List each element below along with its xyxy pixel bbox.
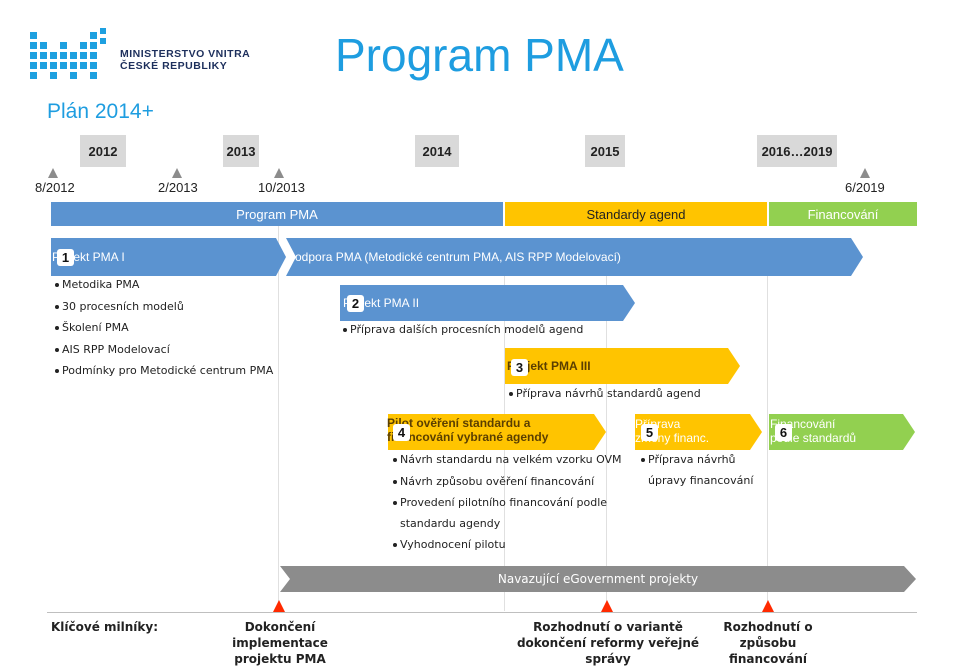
project-4-arrow: [388, 414, 606, 450]
page-subtitle: Plán 2014+: [47, 100, 154, 123]
grid-line: [767, 276, 768, 611]
project-1-arrow: [51, 238, 863, 276]
milestone-marker-icon: [273, 600, 285, 612]
logo-text: MINISTERSTVO VNITRA ČESKÉ REPUBLIKY: [120, 48, 250, 72]
list-item-continuation: standardu agendy: [400, 517, 501, 530]
project-6-arrow: [769, 414, 915, 450]
date-marker-icon: [274, 168, 284, 178]
egov-arrow: [280, 566, 916, 592]
date-marker-icon: [172, 168, 182, 178]
project-4-number: 4: [393, 424, 410, 441]
ministry-logo-icon: [30, 28, 106, 79]
project-1b-label: Podpora PMA (Metodické centrum PMA, AIS …: [287, 250, 621, 264]
list-item: Školení PMA: [55, 321, 129, 334]
list-item: Metodika PMA: [55, 278, 139, 291]
milestones-heading: Klíčové milníky:: [51, 620, 159, 634]
list-item-continuation: úpravy financování: [648, 474, 754, 487]
date-label: 8/2012: [35, 180, 75, 195]
milestone-divider: [47, 612, 917, 613]
project-5-number: 5: [641, 424, 658, 441]
project-4-label: Pilot ověření standardu a financování vy…: [387, 416, 548, 444]
project-5-arrow: [635, 414, 762, 450]
project-6-number: 6: [775, 424, 792, 441]
phase-program-pma: Program PMA: [51, 202, 503, 226]
grid-line: [606, 276, 607, 611]
project-3-number: 3: [511, 359, 528, 376]
year-2012: 2012: [80, 135, 126, 167]
project-2-number: 2: [347, 295, 364, 312]
logo-line-2: ČESKÉ REPUBLIKY: [120, 60, 228, 72]
year-2016-2019: 2016…2019: [757, 135, 837, 167]
list-item: Návrh způsobu ověření financování: [393, 475, 594, 488]
year-2013: 2013: [223, 135, 259, 167]
list-item: AIS RPP Modelovací: [55, 343, 170, 356]
milestone-marker-icon: [601, 600, 613, 612]
egov-label: Navazující eGovernment projekty: [497, 572, 699, 586]
list-item: Příprava návrhů standardů agend: [509, 387, 701, 400]
phase-financovani: Financování: [769, 202, 917, 226]
year-2014: 2014: [415, 135, 459, 167]
project-1-number: 1: [57, 249, 74, 266]
phase-standardy-agend: Standardy agend: [505, 202, 767, 226]
project-4-label-line: Pilot ověření standardu a: [387, 416, 531, 430]
list-item: 30 procesních modelů: [55, 300, 184, 313]
date-label: 6/2019: [845, 180, 885, 195]
list-item: Návrh standardu na velkém vzorku OVM: [393, 453, 622, 466]
list-item: Vyhodnocení pilotu: [393, 538, 506, 551]
logo-line-1: MINISTERSTVO VNITRA: [120, 48, 251, 60]
date-label: 2/2013: [158, 180, 198, 195]
date-label: 10/2013: [258, 180, 305, 195]
year-2015: 2015: [585, 135, 625, 167]
list-item: Provedení pilotního financování podle: [393, 496, 607, 509]
grid-line: [278, 226, 279, 611]
project-4-label-line: financování vybrané agendy: [387, 430, 549, 444]
list-item: Příprava dalších procesních modelů agend: [343, 323, 583, 336]
date-marker-icon: [48, 168, 58, 178]
project-2-arrow: [340, 285, 635, 321]
page-title: Program PMA: [335, 29, 624, 81]
milestone-marker-icon: [762, 600, 774, 612]
date-marker-icon: [860, 168, 870, 178]
list-item: Příprava návrhů: [641, 453, 736, 466]
list-item: Podmínky pro Metodické centrum PMA: [55, 364, 273, 377]
project-3-arrow: [505, 348, 740, 384]
